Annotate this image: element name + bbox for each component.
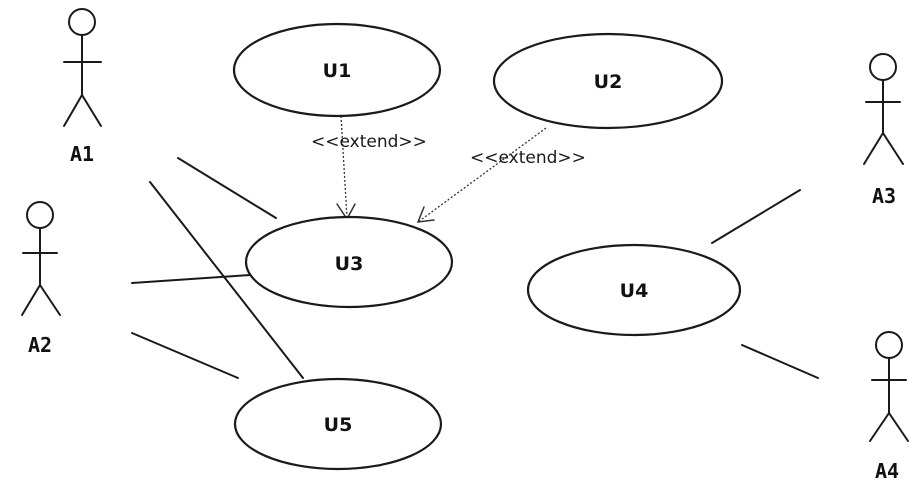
stick-figure-icon xyxy=(863,53,904,165)
arrow-head-icon xyxy=(416,206,435,223)
use-case-u1: U1 xyxy=(232,22,442,118)
use-case-label: U2 xyxy=(594,71,623,93)
actor-label: A3 xyxy=(872,184,896,208)
use-case-label: U3 xyxy=(335,253,364,275)
use-case-u3: U3 xyxy=(244,215,454,309)
actor-label: A1 xyxy=(70,142,94,166)
stick-figure-icon xyxy=(869,331,909,442)
use-case-u4: U4 xyxy=(526,243,742,337)
associations xyxy=(131,157,819,379)
association-a2-u3 xyxy=(131,274,251,284)
association-a3-u4 xyxy=(711,189,801,244)
actor-label: A2 xyxy=(28,333,52,357)
stick-figure-icon xyxy=(21,201,61,316)
use-case-label: U4 xyxy=(620,280,649,302)
extend-label-u1: <<extend>> xyxy=(311,132,427,152)
actor-a2: A2 xyxy=(21,201,61,357)
use-case-u5: U5 xyxy=(233,377,443,471)
extend-line xyxy=(417,127,547,223)
stick-figure-icon xyxy=(63,8,102,127)
association-a1-u5 xyxy=(149,181,304,379)
actor-label: A4 xyxy=(875,459,899,483)
use-case-u2: U2 xyxy=(492,32,724,130)
extend-u2-u3 xyxy=(416,127,547,223)
use-case-label: U1 xyxy=(323,60,352,82)
actor-a1: A1 xyxy=(63,8,102,166)
extend-label-u2: <<extend>> xyxy=(470,148,586,168)
association-a4-u4 xyxy=(741,344,819,379)
actor-a3: A3 xyxy=(863,53,904,208)
extend-line xyxy=(340,115,348,219)
association-a2-u5 xyxy=(131,332,239,379)
actor-a4: A4 xyxy=(869,331,909,483)
use-case-label: U5 xyxy=(324,414,353,436)
association-a1-u3 xyxy=(177,157,277,219)
